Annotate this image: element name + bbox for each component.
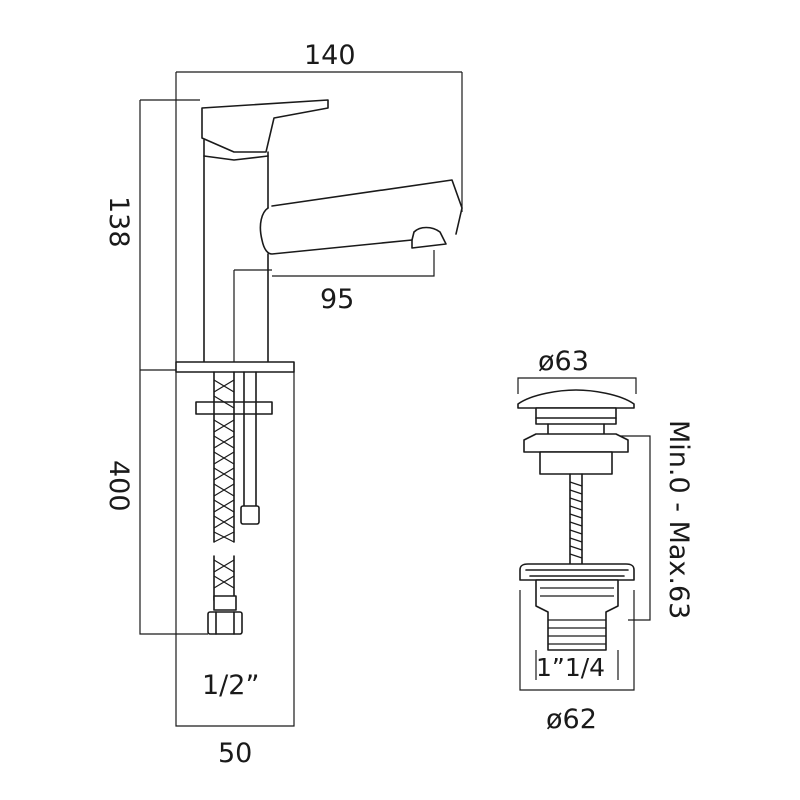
click-clack-waste xyxy=(517,389,635,651)
basin-mixer-tap xyxy=(175,99,463,635)
label-50: 50 xyxy=(218,738,252,769)
dim-line-cap-63 xyxy=(517,377,637,394)
label-adjust-range: Min.0 - Max.63 xyxy=(663,420,694,619)
tap-dimension-lines xyxy=(139,71,463,727)
waste-flange xyxy=(523,433,629,453)
dim-line-138 xyxy=(139,99,200,371)
label-138: 138 xyxy=(103,196,134,248)
dim-line-thread xyxy=(535,650,619,680)
dim-line-140 xyxy=(175,71,463,362)
dim-line-body-62 xyxy=(519,590,635,691)
label-400: 400 xyxy=(103,460,134,512)
waste-cap xyxy=(517,389,635,409)
tap-spout xyxy=(259,179,463,255)
label-95: 95 xyxy=(320,284,354,315)
dim-line-95 xyxy=(233,250,435,362)
dim-line-400 xyxy=(139,370,208,635)
tap-lever xyxy=(201,99,329,153)
waste-dimension-lines xyxy=(517,377,651,691)
waste-cap-rim xyxy=(535,407,617,425)
tap-body xyxy=(203,139,269,363)
hose-connector xyxy=(213,595,237,611)
label-body-diameter: ø62 xyxy=(546,704,597,735)
dim-line-50 xyxy=(175,372,295,727)
tap-body-top xyxy=(203,155,269,161)
tap-hose xyxy=(213,371,235,601)
tap-aerator xyxy=(411,226,447,249)
dim-line-range xyxy=(620,435,651,621)
tap-stud xyxy=(243,371,257,509)
tap-stud-nut xyxy=(240,505,260,525)
tap-base-plate xyxy=(175,361,295,373)
waste-flange-neck xyxy=(539,451,613,475)
label-inlet-thread: 1/2” xyxy=(202,670,259,701)
waste-body xyxy=(535,579,619,651)
waste-lower-flange xyxy=(519,563,635,581)
hose-nut xyxy=(207,611,243,635)
waste-rod xyxy=(569,473,583,567)
label-140: 140 xyxy=(304,40,356,71)
label-cap-diameter: ø63 xyxy=(538,346,589,377)
label-waste-thread: 1”1/4 xyxy=(536,653,605,682)
